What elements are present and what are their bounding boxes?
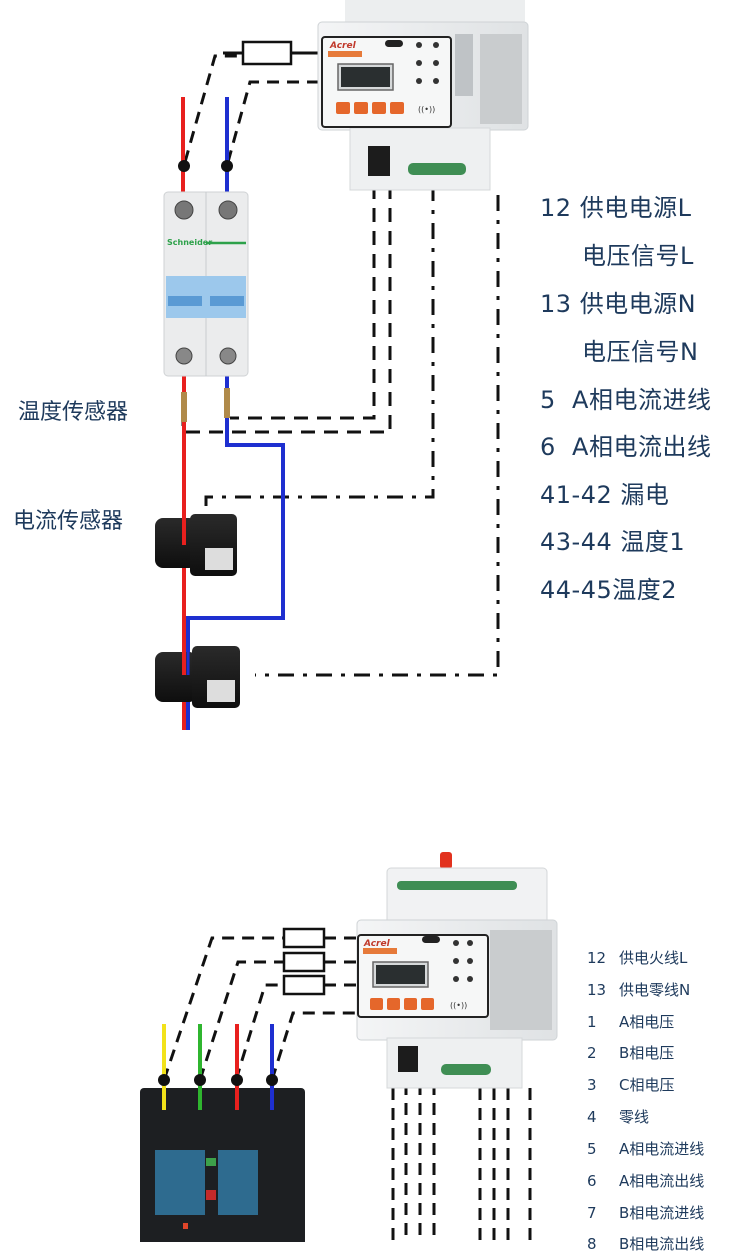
menu-button — [336, 102, 350, 114]
nfc-icon: ((•)) — [450, 1001, 467, 1010]
antenna — [440, 852, 452, 869]
resistor-top — [241, 40, 293, 66]
legend-item: 43-44 温度1 — [540, 528, 686, 556]
top-circuit-breaker: Schneider — [163, 191, 249, 377]
voltage-wire-l — [183, 54, 243, 163]
nfc-icon: ((•)) — [418, 105, 435, 114]
legend-item: 电压信号N — [582, 338, 699, 366]
legend-item: 13 供电电源N — [540, 290, 697, 318]
left-button — [354, 102, 368, 114]
junction-dot-a — [158, 1074, 170, 1086]
right-button — [404, 998, 417, 1010]
right-button — [372, 102, 386, 114]
bottom-signal-wires — [391, 1083, 532, 1242]
menu-button — [370, 998, 383, 1010]
breaker-brand: Schneider — [167, 238, 212, 247]
current-wire — [255, 195, 500, 677]
resistor-c — [282, 974, 326, 996]
phase-current-sensor — [155, 646, 240, 708]
legend-item: 5 A相电流进线 — [540, 386, 712, 414]
leakage-current-sensor — [155, 514, 237, 576]
device-brand: Acrel — [329, 41, 357, 51]
junction-dot-l — [178, 160, 190, 172]
bottom-voltage-wires — [162, 936, 358, 1081]
bottom-monitoring-device: Acrel ((•)) — [356, 852, 558, 1089]
legend-item: 6 A相电流出线 — [540, 433, 712, 461]
resistor-b — [282, 951, 326, 973]
enter-button — [421, 998, 434, 1010]
leakage-wire — [204, 185, 435, 520]
legend-item: 41-42 漏电 — [540, 481, 670, 509]
neutral-wire-lower — [186, 375, 285, 730]
junction-dot-b — [194, 1074, 206, 1086]
temp-sensor-1 — [181, 392, 187, 422]
top-monitoring-device: Acrel ((•)) — [317, 0, 529, 191]
legend-item: 12 供电电源L — [540, 194, 692, 222]
junction-dot-c — [231, 1074, 243, 1086]
temp-wire-1 — [230, 185, 376, 420]
current-sensor-label: 电流传感器 — [13, 509, 124, 534]
legend-item: 电压信号L — [582, 242, 694, 270]
temperature-sensor-label: 温度传感器 — [18, 400, 129, 425]
bottom-diagram: Acrel ((•)) — [140, 852, 558, 1242]
left-button — [387, 998, 400, 1010]
bottom-phase-wires — [162, 1024, 274, 1110]
junction-dot-n — [221, 160, 233, 172]
temp-sensor-2 — [224, 388, 230, 418]
top-voltage-wires — [183, 51, 320, 163]
legend-item: 44-45温度2 — [540, 576, 678, 604]
voltage-wire-n — [226, 80, 320, 163]
resistor-a — [282, 927, 326, 949]
device-brand: Acrel — [363, 939, 391, 949]
bottom-circuit-breaker — [140, 1088, 305, 1242]
enter-button — [390, 102, 404, 114]
top-diagram: Schneider — [155, 0, 529, 730]
junction-dot-n — [266, 1074, 278, 1086]
